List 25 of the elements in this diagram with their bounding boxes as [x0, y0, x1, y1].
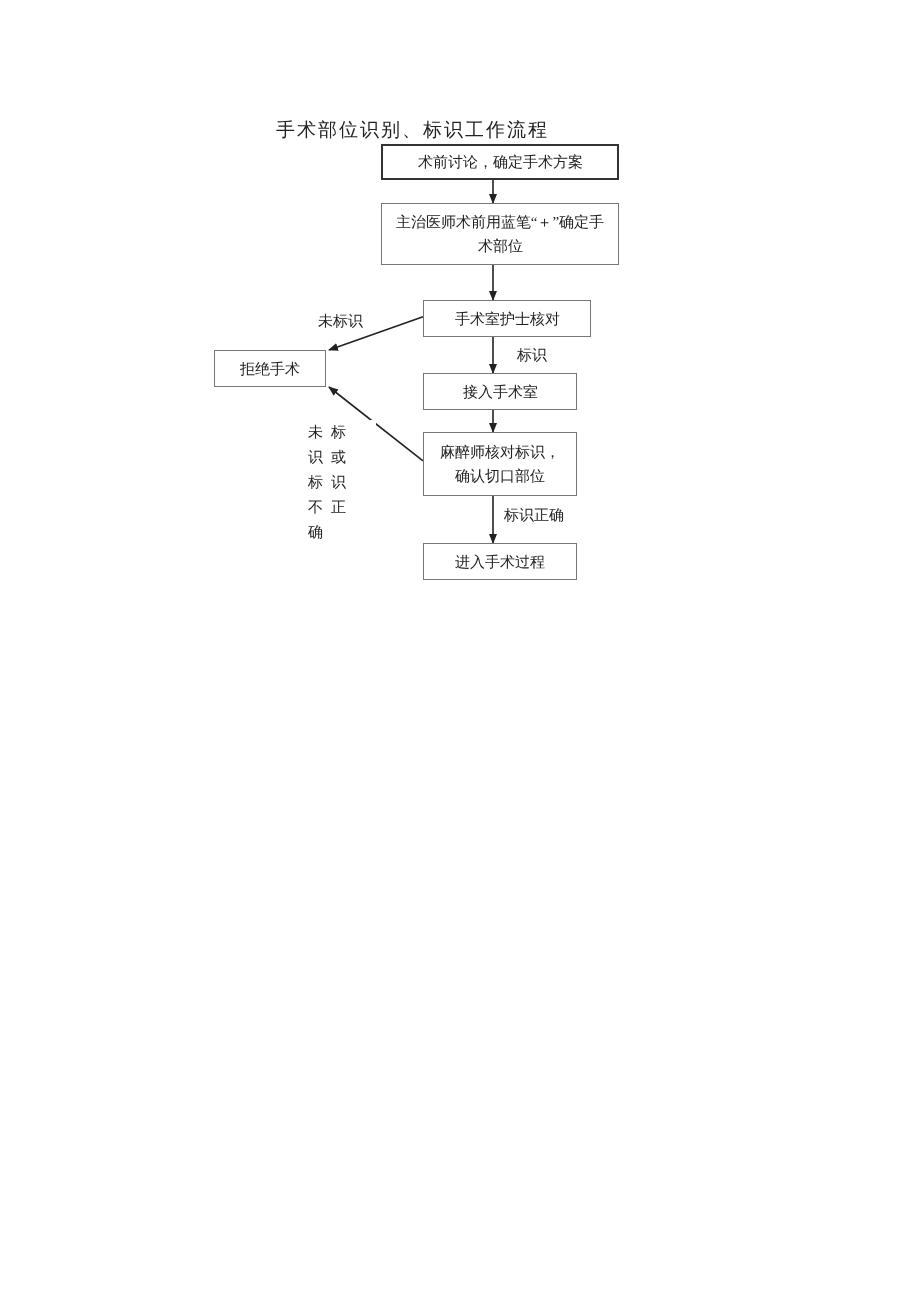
process-box [423, 432, 577, 496]
process-box [423, 300, 591, 337]
box-label: 拒绝手术 [239, 359, 301, 379]
process-box [214, 350, 326, 387]
box-label: 术前讨论，确定手术方案 [416, 153, 584, 172]
arrow [489, 336, 497, 374]
process-box [381, 144, 619, 180]
arrow [489, 264, 497, 301]
edge-label: 标识正确 [504, 505, 564, 525]
box-label: 手术室护士核对 [453, 309, 561, 329]
box-label: 进入手术过程 [454, 552, 546, 572]
box-label: 麻醉师核对标识，确认切口部位 [439, 443, 561, 486]
diagram-title: 手术部位识别、标识工作流程 [276, 118, 549, 142]
process-box [423, 373, 577, 410]
arrow [489, 179, 497, 204]
arrow [489, 495, 497, 544]
edge-label: 标识 [517, 345, 547, 365]
box-label: 主治医师术前用蓝笔“＋”确定手术部位 [394, 213, 606, 256]
arrow [489, 409, 497, 433]
process-box [423, 543, 577, 580]
arrow [328, 315, 424, 351]
edge-label: 未标识 [318, 311, 363, 331]
process-box [381, 203, 619, 265]
arrow [328, 386, 424, 462]
box-label: 接入手术室 [461, 382, 539, 402]
